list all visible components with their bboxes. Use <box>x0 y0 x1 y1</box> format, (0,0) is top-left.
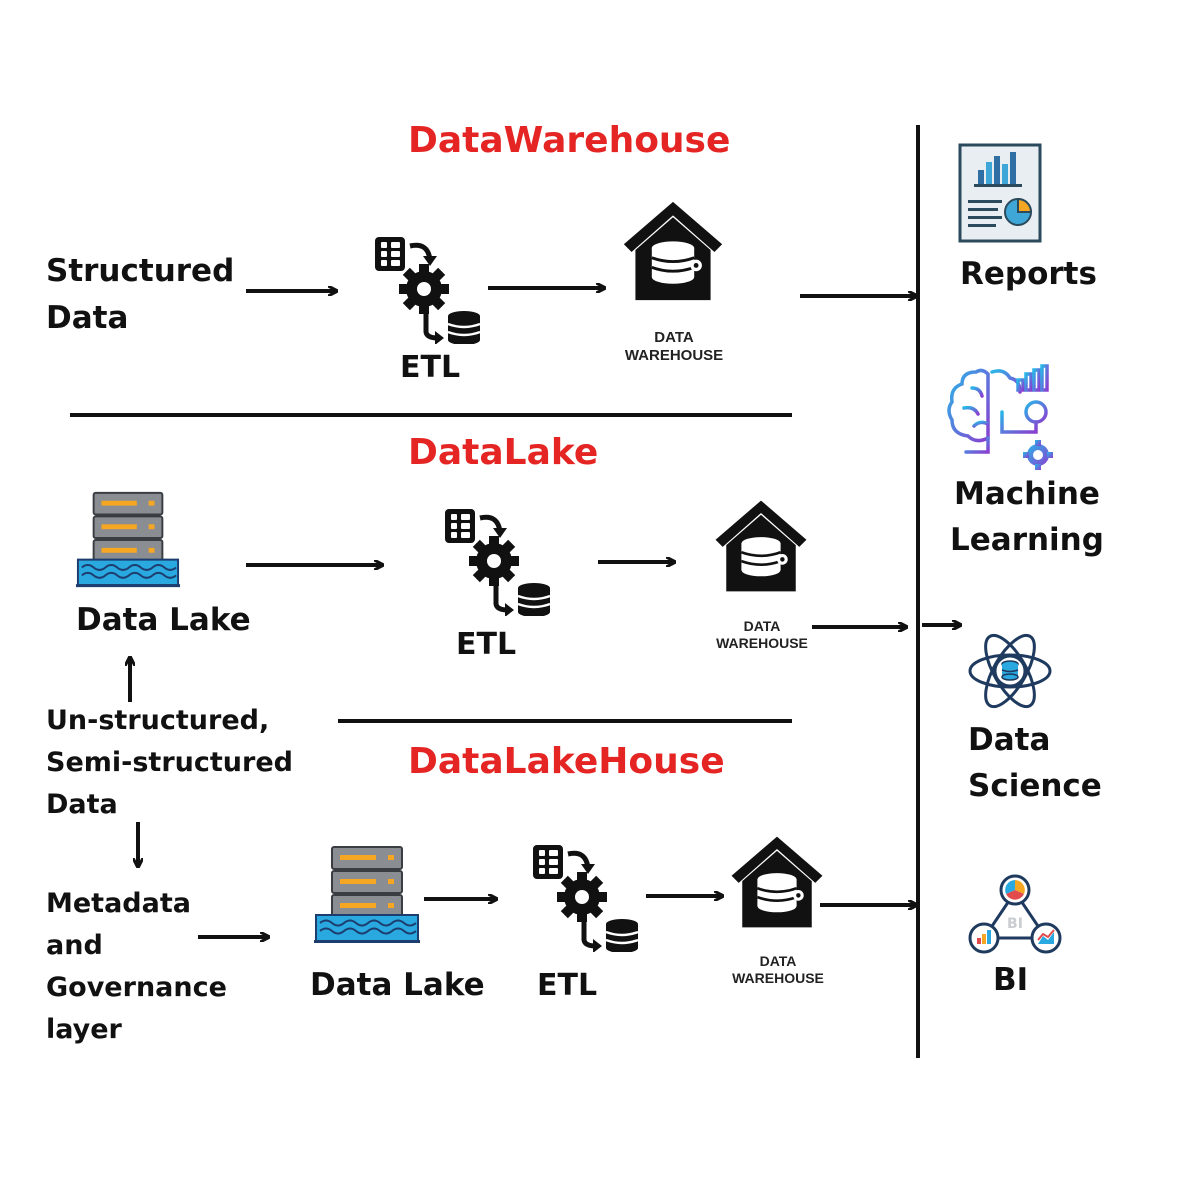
svg-text:BI: BI <box>1007 916 1023 932</box>
reports-label: Reports <box>960 256 1097 292</box>
warehouse-caption: DATA WAREHOUSE <box>716 618 808 651</box>
data-warehouse-icon <box>620 196 726 306</box>
data-lake-server-icon <box>74 490 182 590</box>
data-lake-label: Data Lake <box>310 967 485 1003</box>
etl-icon <box>530 842 640 952</box>
metadata-governance-label: Metadata and Governance layer <box>46 888 227 1045</box>
warehouse-caption: DATA WAREHOUSE <box>624 329 724 364</box>
report-icon <box>958 143 1042 243</box>
etl-icon <box>372 234 482 344</box>
data-lake-label: Data Lake <box>76 602 251 638</box>
machine-learning-brain-icon <box>947 364 1053 470</box>
structured-data-label: Structured Data <box>46 253 235 336</box>
bi-label: BI <box>993 962 1029 998</box>
etl-label-warehouse: ETL <box>400 350 461 385</box>
data-science-label: Data <box>968 722 1051 758</box>
data-science-atom-icon <box>968 633 1052 709</box>
data-science-label-line2: Science <box>968 768 1102 804</box>
etl-label-lake: ETL <box>456 627 517 662</box>
bi-network-icon: BI <box>968 874 1062 954</box>
unstructured-data-label: Un-structured, Semi-structured Data <box>46 705 293 820</box>
etl-icon <box>442 506 552 616</box>
warehouse-caption: DATA WAREHOUSE <box>732 953 824 986</box>
machine-learning-label-line2: Learning <box>950 522 1104 558</box>
title-datalake: DataLake <box>408 432 599 473</box>
data-lake-server-icon <box>312 845 422 945</box>
machine-learning-label: Machine <box>954 476 1100 512</box>
title-datawarehouse: DataWarehouse <box>408 120 731 161</box>
title-datalakehouse: DataLakeHouse <box>408 741 725 782</box>
etl-label-lakehouse: ETL <box>537 968 598 1003</box>
data-warehouse-icon <box>728 832 826 932</box>
data-warehouse-icon <box>712 496 810 596</box>
